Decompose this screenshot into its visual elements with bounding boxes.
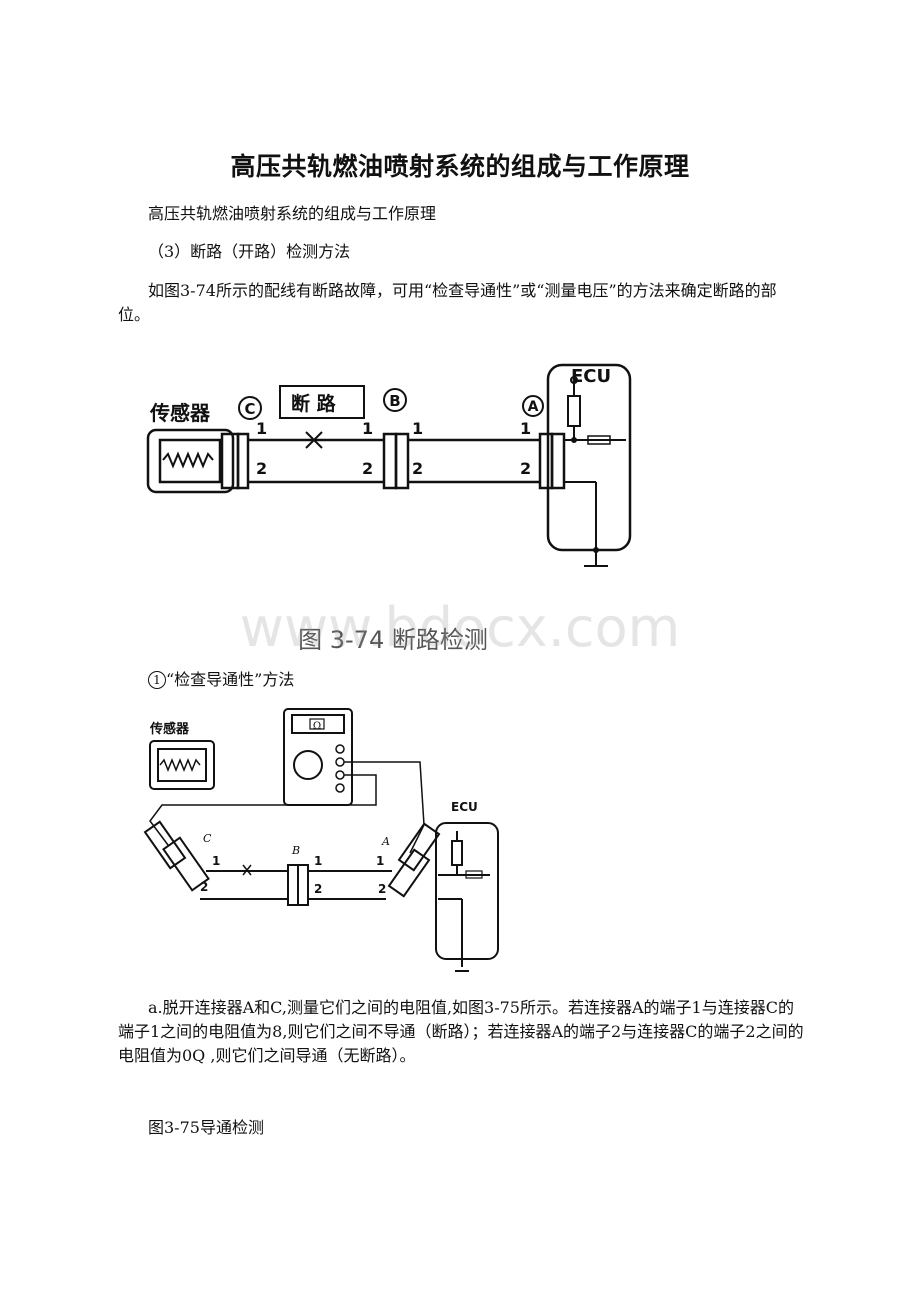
- fig74-sensor-label: 传感器: [149, 401, 211, 425]
- connector-a: [538, 432, 554, 490]
- watermark: www.bdocx.com: [239, 596, 681, 659]
- fig75-sensor-label: 传感器: [149, 721, 190, 737]
- fig74-pin2-b-left: 2: [362, 459, 373, 478]
- connector-c: [220, 432, 240, 490]
- fig75-pin1-b: 1: [314, 854, 322, 868]
- fig75-pin2-b: 2: [314, 882, 322, 896]
- fig74-pin1-c: 1: [256, 419, 267, 438]
- body-paragraph: a.脱开连接器A和C,测量它们之间的电阻值,如图3-75所示。若连接器A的端子1…: [118, 998, 804, 1065]
- fig75-pin1-a: 1: [376, 854, 384, 868]
- fig75-conn-a: A: [381, 835, 390, 848]
- sensor-inner: [158, 438, 222, 484]
- fig74-conn-b: B: [389, 392, 400, 410]
- sensor-box: [146, 428, 235, 494]
- fig74-pin2-c: 2: [256, 459, 267, 478]
- fig75-ecu-label: ECU: [451, 800, 478, 814]
- fig75-pin2-a: 2: [378, 882, 386, 896]
- fig75-sensor-box: [149, 740, 215, 790]
- figure-3-74-diagram: ECU 传感器 断 路 C B A 1 2 1 2 1 2 1 2 图 3-74…: [146, 363, 632, 650]
- figure-3-75-diagram: 传感器 Ω ECU C B A 1 2 1 2 1 2: [143, 708, 499, 972]
- fig74-conn-c: C: [244, 400, 255, 418]
- conn-c-circle: [238, 396, 262, 420]
- fig75-ecu-box: [435, 822, 499, 960]
- section-heading: （3）断路（开路）检测方法: [148, 242, 351, 261]
- fig74-pin2-a: 2: [520, 459, 531, 478]
- fig75-pin2-c: 2: [200, 880, 208, 894]
- fig74-conn-a: A: [528, 399, 539, 415]
- document-title: 高压共轨燃油喷射系统的组成与工作原理: [230, 152, 690, 181]
- fig75-conn-c: C: [203, 832, 212, 845]
- fig74-ecu-label: ECU: [571, 366, 611, 387]
- fig74-pin1-b-right: 1: [412, 419, 423, 438]
- connector-b: [382, 432, 398, 490]
- conn-b-circle: [383, 388, 407, 412]
- fig74-break-label: 断 路: [291, 392, 337, 415]
- subtitle-paragraph: 高压共轨燃油喷射系统的组成与工作原理: [148, 204, 437, 223]
- fig75-caption: 图3-75导通检测: [148, 1118, 264, 1137]
- fig75-conn-b: B: [291, 844, 300, 857]
- fig75-pin1-c: 1: [212, 854, 220, 868]
- fig74-pin1-b-left: 1: [362, 419, 373, 438]
- fig74-caption: 图 3-74 断路检测: [298, 626, 488, 650]
- conn-a-circle: [522, 395, 544, 417]
- method1-heading: “检查导通性”方法: [166, 670, 295, 689]
- fig75-meter-display: Ω: [313, 721, 321, 732]
- fig74-pin1-a: 1: [520, 419, 531, 438]
- intro-paragraph: 如图3-74所示的配线有断路故障，可用“检查导通性”或“测量电压”的方法来确定断…: [118, 281, 777, 324]
- ecu-box: [546, 363, 632, 552]
- method1-number: 1: [148, 671, 166, 689]
- fig74-pin2-b-right: 2: [412, 459, 423, 478]
- break-label-box: [279, 385, 365, 419]
